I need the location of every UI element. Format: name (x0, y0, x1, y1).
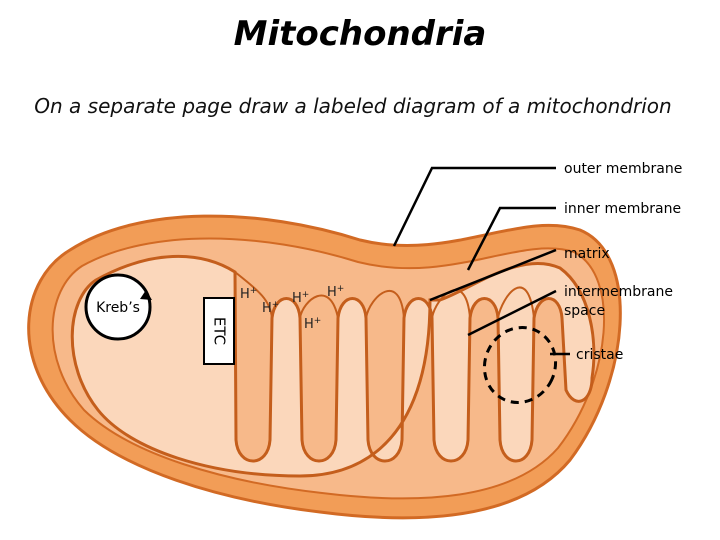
outer-membrane-leader (392, 166, 556, 247)
matrix-label: matrix (564, 246, 610, 262)
outer-membrane-label: outer membrane (564, 161, 683, 177)
proton-h-plus: H+ (262, 300, 279, 316)
svg-text:H+: H+ (327, 284, 344, 300)
krebs-cycle-circle (84, 273, 152, 341)
cristae-label: cristae (576, 347, 624, 363)
inner-membrane-leader (466, 206, 556, 271)
proton-h-plus: H+ (292, 290, 309, 306)
proton-h-plus: H+ (240, 286, 257, 302)
etc-box (203, 297, 235, 365)
intermembrane-label-line2: space (564, 303, 606, 319)
proton-h-plus: H+ (304, 316, 321, 332)
proton-h-plus: H+ (327, 284, 344, 300)
intermembrane-leader (467, 289, 557, 337)
svg-text:H+: H+ (262, 300, 279, 316)
page-title: Mitochondria (233, 14, 487, 54)
etc-label: ETC (211, 317, 229, 345)
svg-text:H+: H+ (304, 316, 321, 332)
inner-membrane-label: inner membrane (564, 201, 682, 217)
krebs-arrow-icon (140, 290, 152, 300)
intermembrane-label-line1: intermembrane (564, 284, 673, 300)
inner-membrane (234, 271, 535, 319)
svg-text:H+: H+ (292, 290, 309, 306)
intermembrane-space-label: intermembrane space (564, 283, 673, 321)
instruction-text: On a separate page draw a labeled diagra… (34, 94, 672, 118)
krebs-label: Kreb’s (96, 300, 140, 316)
cristae-highlight (482, 326, 558, 404)
matrix-leader (429, 248, 557, 302)
svg-text:H+: H+ (240, 286, 257, 302)
